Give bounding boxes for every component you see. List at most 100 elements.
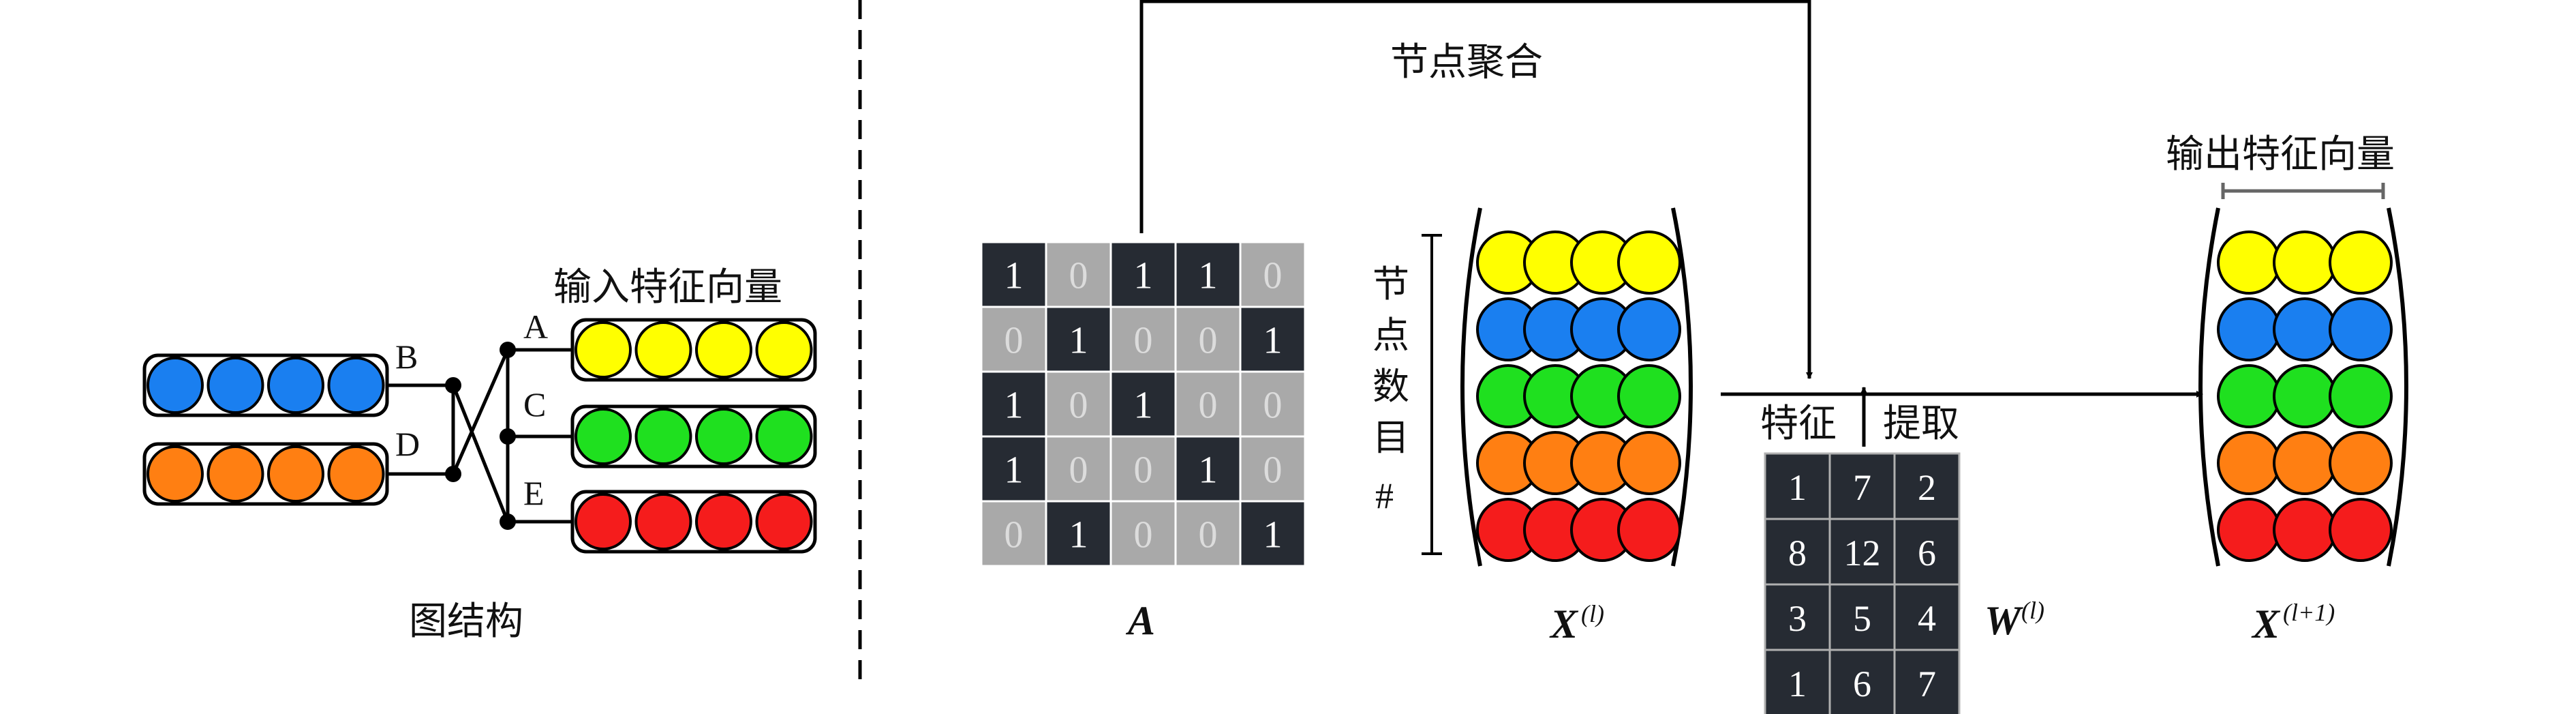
green-feature-circle — [574, 408, 632, 465]
adjacency-cell — [1174, 370, 1242, 438]
output-matrix-superscript: (l+1) — [2283, 599, 2335, 626]
adjacency-cell — [1239, 370, 1306, 438]
weight-cell-value: 2 — [1918, 467, 1936, 508]
red-output-circle — [2273, 498, 2337, 562]
red-feature-circle — [755, 493, 813, 550]
adjacency-cell — [980, 500, 1047, 567]
red-feature-circle — [1617, 498, 1681, 562]
weight-cell — [1828, 518, 1896, 586]
adjacency-cell — [1109, 241, 1177, 308]
node-count-label: 节 点 数 目 # — [1373, 263, 1409, 516]
yellow-feature-circle — [1617, 230, 1681, 295]
green-feature-circle — [634, 408, 692, 465]
node-count-bracket — [1422, 234, 1442, 555]
yellow-feature-circle — [755, 321, 813, 378]
adjacency-cell — [1174, 435, 1242, 503]
weight-cell-value: 8 — [1788, 533, 1807, 574]
output-matrix — [2198, 207, 2408, 567]
red-output-circle — [2329, 498, 2393, 562]
yellow-feature-circle — [634, 321, 692, 378]
weight-cell-value: 5 — [1853, 598, 1871, 639]
adjacency-cell — [1109, 500, 1177, 567]
weight-cell — [1828, 583, 1896, 651]
feature-matrix-symbol: X — [1549, 601, 1579, 646]
weight-cell-value: 12 — [1844, 533, 1881, 574]
orange-output-circle — [2273, 431, 2337, 495]
green-feature-circle — [1617, 364, 1681, 428]
node-e-feature-bar — [570, 490, 817, 554]
adjacency-cell-value: 0 — [1263, 385, 1283, 427]
weight-cell-value: 7 — [1918, 664, 1936, 704]
right-paren — [2387, 207, 2408, 567]
adjacency-cell — [1239, 500, 1306, 567]
output-matrix-circles — [2217, 230, 2393, 562]
green-output-circle — [2217, 364, 2281, 428]
adjacency-cell — [1045, 500, 1112, 567]
node-b-feature-bar — [142, 353, 389, 417]
yellow-output-circle — [2273, 230, 2337, 295]
adjacency-cell-value: 1 — [1069, 514, 1088, 556]
node-c-feature-bar — [570, 404, 817, 468]
aggregation-path — [1139, 0, 1813, 379]
adjacency-cell-value: 0 — [1263, 449, 1283, 492]
adjacency-cell-value: 0 — [1134, 514, 1153, 556]
weight-cell — [1828, 452, 1896, 520]
weight-cell — [1764, 583, 1831, 651]
adjacency-cell — [1174, 500, 1242, 567]
orange-feature-circle — [206, 445, 264, 503]
adjacency-cell-value: 1 — [1005, 255, 1024, 297]
left-paren — [1460, 207, 1482, 567]
adjacency-cell-value: 1 — [1263, 514, 1283, 556]
adjacency-cell — [1239, 306, 1306, 373]
orange-feature-circle — [147, 445, 204, 503]
adjacency-cell-value: 0 — [1069, 385, 1088, 427]
feature-matrix-circles — [1476, 230, 1681, 562]
adjacency-cell — [980, 435, 1047, 503]
green-output-circle — [2273, 364, 2337, 428]
weight-matrix-symbol: W — [1984, 598, 2023, 643]
adjacency-cell-value: 1 — [1005, 385, 1024, 427]
green-feature-circle — [755, 408, 813, 465]
adjacency-cell-value: 0 — [1069, 449, 1088, 492]
feature-matrix-x — [1460, 207, 1693, 567]
orange-feature-circle — [327, 445, 385, 503]
node-count-char-4: 目 — [1373, 416, 1409, 459]
blue-feature-circle — [147, 357, 204, 414]
blue-feature-circle — [267, 357, 324, 414]
adjacency-cell-value: 1 — [1134, 255, 1153, 297]
weight-cell-value: 7 — [1853, 467, 1871, 508]
node-label-a: A — [523, 308, 548, 346]
orange-output-circle — [2217, 431, 2281, 495]
node-a-feature-bar — [570, 318, 817, 382]
input-feature-label: 输入特征向量 — [553, 265, 782, 310]
adjacency-cell-value: 0 — [1134, 449, 1153, 492]
weight-cell — [1828, 649, 1896, 714]
node-count-char-3: 数 — [1373, 365, 1409, 408]
weight-cell — [1893, 452, 1961, 520]
orange-output-circle — [2329, 431, 2393, 495]
yellow-output-circle — [2329, 230, 2393, 295]
adjacency-cell-value: 1 — [1263, 320, 1283, 362]
adjacency-cell-value: 1 — [1005, 449, 1024, 492]
feature-matrix-label: X (l) — [1549, 600, 1604, 646]
green-output-circle — [2329, 364, 2393, 428]
output-matrix-label: X (l+1) — [2251, 599, 2335, 646]
adjacency-cell-value: 1 — [1069, 320, 1088, 362]
node-label-b: B — [395, 338, 418, 376]
adjacency-cell-value: 1 — [1134, 385, 1153, 427]
graph-structure-panel: B D A C E 输入特征向量 图结构 — [142, 265, 817, 644]
output-feature-label: 输出特征向量 — [2166, 132, 2395, 177]
adjacency-cell-value: 0 — [1263, 255, 1283, 297]
weight-cell — [1764, 518, 1831, 586]
blue-output-circle — [2329, 297, 2393, 361]
orange-feature-circle — [1617, 431, 1681, 495]
green-feature-circle — [695, 408, 752, 465]
node-label-c: C — [523, 385, 546, 423]
graph-structure-title: 图结构 — [409, 599, 523, 644]
blue-feature-circle — [327, 357, 385, 414]
adjacency-cell — [1109, 370, 1177, 438]
output-matrix-symbol: X — [2251, 601, 2281, 646]
weight-cell-value: 4 — [1918, 598, 1936, 639]
blue-output-circle — [2217, 297, 2281, 361]
